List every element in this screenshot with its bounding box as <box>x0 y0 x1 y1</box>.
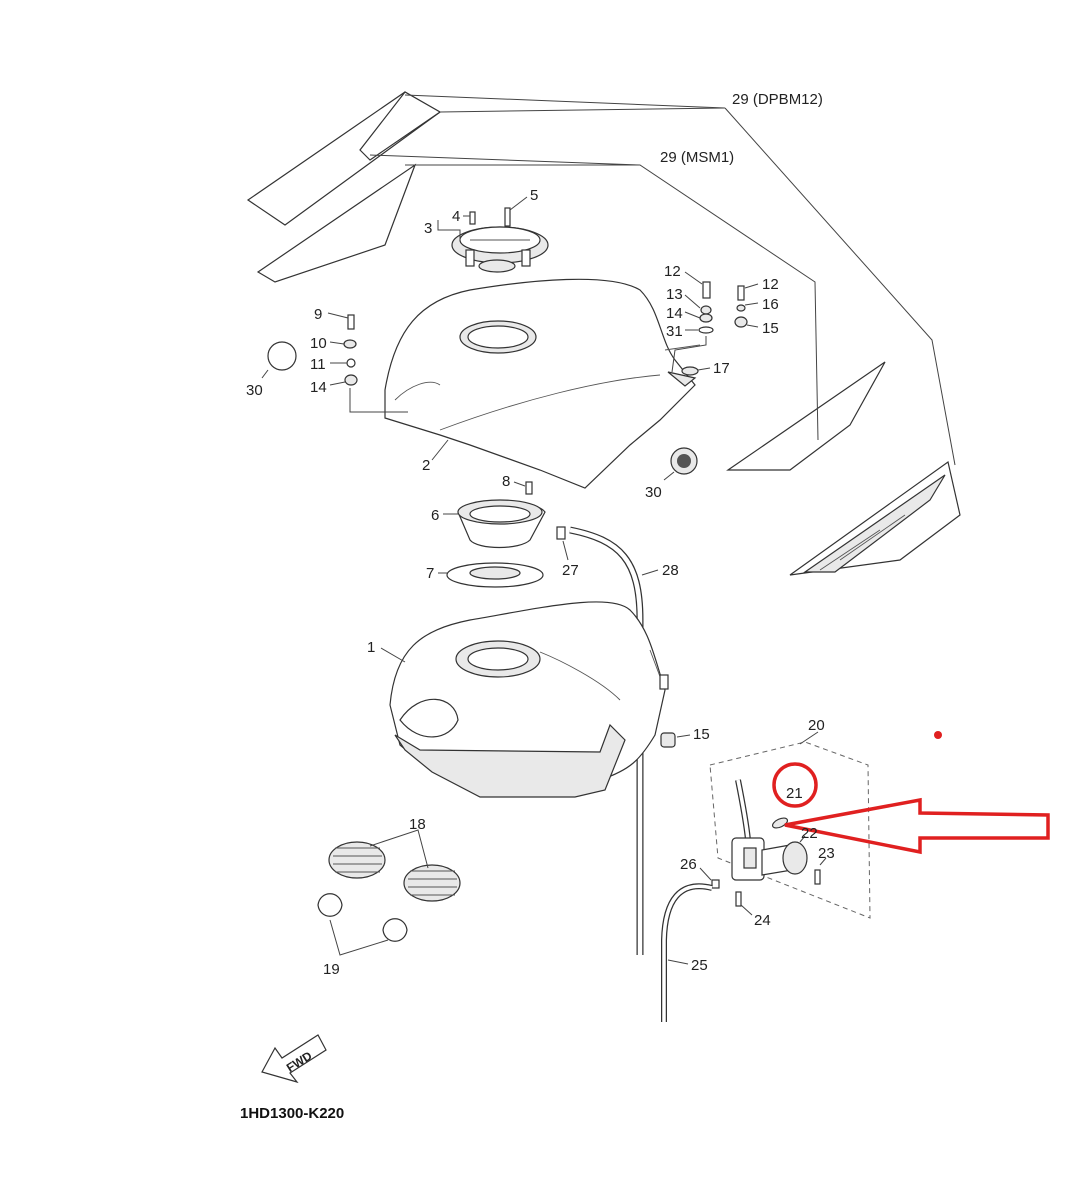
callout-19: 19 <box>323 961 340 978</box>
gasket-7 <box>438 562 544 588</box>
grommet-14-left <box>329 374 358 386</box>
lever-22 <box>782 835 808 875</box>
callout-27: 27 <box>562 562 579 579</box>
emblem-30-right <box>663 447 698 481</box>
callout-25: 25 <box>691 957 708 974</box>
damper-18 <box>328 829 461 902</box>
bolt-8 <box>513 481 533 495</box>
callout-24: 24 <box>754 912 771 929</box>
callout-4: 4 <box>452 208 460 225</box>
bolt-9 <box>327 312 355 330</box>
callout-10: 10 <box>310 335 327 352</box>
callout-14-right: 14 <box>666 305 683 322</box>
collar-11 <box>330 358 356 368</box>
callout-14-left: 14 <box>310 379 327 396</box>
hose-27 <box>556 526 569 561</box>
leaders-29 <box>369 94 956 466</box>
callout-12-left: 12 <box>664 263 681 280</box>
fuel-cap-assembly <box>451 207 549 273</box>
callout-17: 17 <box>713 360 730 377</box>
damper-15 <box>660 732 691 748</box>
decal-right-upper <box>726 361 886 471</box>
callout-16: 16 <box>762 296 779 313</box>
callout-9: 9 <box>314 306 322 323</box>
decal-msm1-left <box>256 163 417 283</box>
callout-labels: 29 (DPBM12) 29 (MSM1) 3 4 5 9 10 11 14 3… <box>240 91 835 1122</box>
callout-29-msm1: 29 (MSM1) <box>660 149 734 166</box>
callout-21: 21 <box>786 785 803 802</box>
callout-23: 23 <box>818 845 835 862</box>
callout-6: 6 <box>431 507 439 524</box>
callout-22: 22 <box>801 825 818 842</box>
bolts-12-13-14-31 <box>671 271 714 373</box>
callout-2: 2 <box>422 457 430 474</box>
callout-1: 1 <box>367 639 375 656</box>
highlight-annotation <box>772 731 1050 855</box>
bolts-12-16-15 <box>734 283 759 328</box>
callout-8: 8 <box>502 473 510 490</box>
callout-11: 11 <box>310 356 326 373</box>
callout-7: 7 <box>426 565 434 582</box>
damper-17 <box>681 366 711 376</box>
clamp-19 <box>317 893 408 956</box>
screw-24 <box>735 891 753 916</box>
fwd-arrow <box>261 1034 327 1084</box>
hose-25 <box>661 867 720 1022</box>
emblem-30-left <box>261 341 297 379</box>
callout-15-top: 15 <box>762 320 779 337</box>
tank-cover <box>384 278 701 489</box>
callout-30-right: 30 <box>645 484 662 501</box>
fuel-tank <box>380 601 669 798</box>
callout-28: 28 <box>662 562 679 579</box>
cap-ring-6 <box>443 499 546 549</box>
fuel-cock-group <box>709 731 871 919</box>
diagram-code: 1HD1300-K220 <box>240 1105 344 1122</box>
oring-21 <box>771 817 789 829</box>
hose-28 <box>569 526 659 955</box>
callout-18: 18 <box>409 816 426 833</box>
decal-dpbm12-left <box>246 91 442 226</box>
decal-right-lower <box>789 460 961 576</box>
callout-3: 3 <box>424 220 432 237</box>
washer-10 <box>329 339 357 349</box>
callout-29-dpbm12: 29 (DPBM12) <box>732 91 823 108</box>
callout-12-right: 12 <box>762 276 779 293</box>
screw-23 <box>814 857 827 885</box>
callout-26: 26 <box>680 856 697 873</box>
callout-20: 20 <box>808 717 825 734</box>
callout-30-left: 30 <box>246 382 263 399</box>
callout-5: 5 <box>530 187 538 204</box>
callout-31: 31 <box>666 323 683 340</box>
callout-15-bottom: 15 <box>693 726 710 743</box>
callout-13: 13 <box>666 286 683 303</box>
